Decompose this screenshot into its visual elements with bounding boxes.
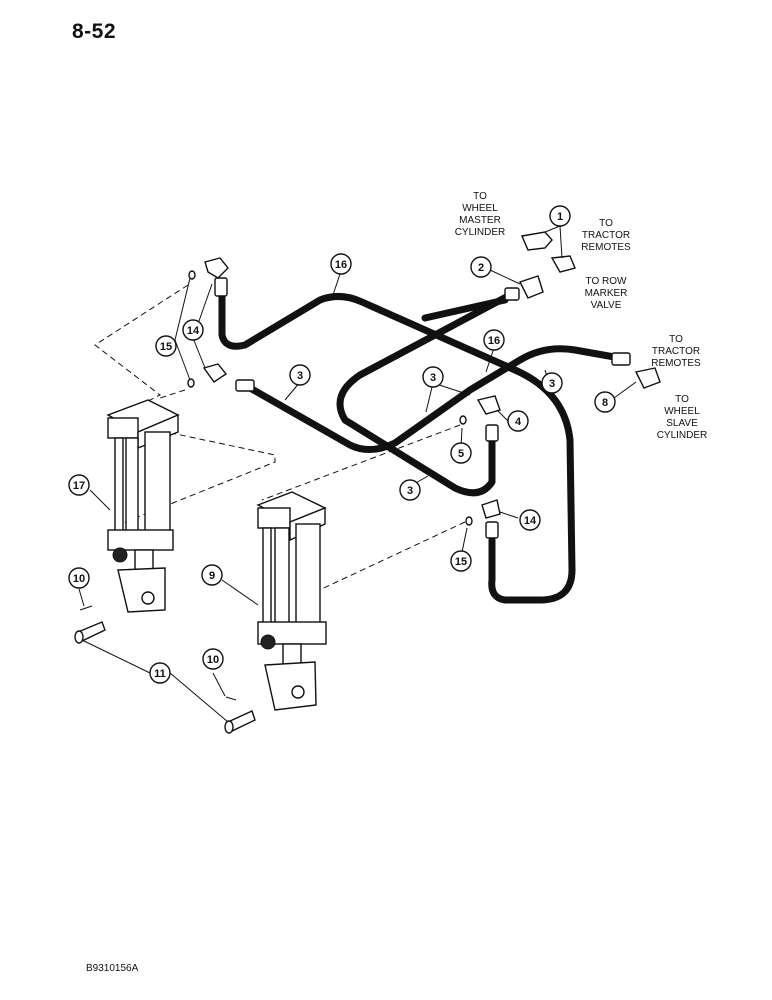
callout-15b: 15	[450, 550, 472, 572]
hose-16-lower	[336, 291, 514, 497]
svg-text:TO: TO	[675, 394, 689, 405]
svg-text:VALVE: VALVE	[591, 300, 622, 311]
svg-text:TO ROW: TO ROW	[586, 276, 627, 287]
callout-16b: 16	[483, 329, 505, 351]
svg-text:REMOTES: REMOTES	[651, 358, 701, 369]
adapter-fitting	[519, 275, 544, 299]
svg-text:11: 11	[154, 668, 166, 680]
hoses	[218, 286, 624, 604]
callout-9: 9	[201, 564, 223, 586]
hose-16-upper	[218, 286, 576, 604]
note-to-row-marker-valve: TO ROW MARKER VALVE	[585, 276, 628, 311]
svg-text:1: 1	[557, 211, 563, 223]
callout-3b: 3	[422, 366, 444, 388]
svg-text:TO: TO	[599, 218, 613, 229]
callouts: 1 2 16 14 15 3 16 3 3 8 4 5 3 17 14 15 1…	[68, 205, 616, 684]
svg-text:TRACTOR: TRACTOR	[652, 346, 700, 357]
svg-text:3: 3	[407, 485, 413, 497]
svg-text:CYLINDER: CYLINDER	[657, 430, 708, 441]
leader-lines	[78, 225, 637, 723]
callout-10: 10	[68, 567, 90, 589]
hose-3-loop	[246, 345, 624, 453]
svg-text:10: 10	[207, 654, 219, 666]
svg-text:17: 17	[73, 480, 85, 492]
callout-5: 5	[450, 442, 472, 464]
svg-text:14: 14	[524, 515, 537, 527]
svg-text:8: 8	[602, 397, 608, 409]
callout-16: 16	[330, 253, 352, 275]
elbow-fitting	[476, 395, 501, 415]
svg-text:16: 16	[335, 259, 347, 271]
callout-17: 17	[68, 474, 90, 496]
callout-11: 11	[149, 662, 171, 684]
dashed-guide-lines	[94, 284, 466, 601]
note-to-tractor-remotes-upper: TO TRACTOR REMOTES	[581, 218, 631, 253]
svg-text:5: 5	[458, 448, 464, 460]
svg-text:SLAVE: SLAVE	[666, 418, 698, 429]
svg-text:MARKER: MARKER	[585, 288, 628, 299]
callout-8: 8	[594, 391, 616, 413]
figure-code: B9310156A	[86, 963, 139, 974]
svg-text:TRACTOR: TRACTOR	[582, 230, 630, 241]
svg-text:4: 4	[515, 416, 522, 428]
callout-4: 4	[507, 410, 529, 432]
callout-10b: 10	[202, 648, 224, 670]
cylinder-9	[256, 491, 327, 711]
callout-3d: 3	[399, 479, 421, 501]
svg-text:2: 2	[478, 262, 484, 274]
svg-text:CYLINDER: CYLINDER	[455, 227, 506, 238]
callout-14: 14	[182, 319, 204, 341]
cylinder-17	[106, 399, 180, 613]
svg-text:10: 10	[73, 573, 85, 585]
tee-fitting	[521, 231, 553, 251]
callout-3: 3	[289, 364, 311, 386]
svg-text:15: 15	[455, 556, 467, 568]
callout-2: 2	[470, 256, 492, 278]
svg-text:3: 3	[297, 370, 303, 382]
fittings	[187, 231, 661, 539]
svg-text:MASTER: MASTER	[459, 215, 501, 226]
svg-text:REMOTES: REMOTES	[581, 242, 631, 253]
svg-text:TO: TO	[473, 191, 487, 202]
svg-text:WHEEL: WHEEL	[462, 203, 498, 214]
callout-14b: 14	[519, 509, 541, 531]
svg-text:WHEEL: WHEEL	[664, 406, 700, 417]
hose-3-upper	[421, 296, 509, 322]
pins-and-clips	[74, 605, 256, 734]
callout-15: 15	[155, 335, 177, 357]
elbow-fitting	[202, 363, 228, 383]
svg-text:9: 9	[209, 570, 215, 582]
callout-1: 1	[549, 205, 571, 227]
tee-fitting-8	[634, 367, 661, 389]
svg-text:3: 3	[430, 372, 436, 384]
svg-text:14: 14	[187, 325, 200, 337]
svg-text:15: 15	[160, 341, 172, 353]
note-to-wheel-master-cylinder: TO WHEEL MASTER CYLINDER	[455, 191, 506, 238]
elbow-fitting	[204, 257, 229, 279]
page-number: 8-52	[72, 20, 117, 43]
svg-text:16: 16	[488, 335, 500, 347]
callout-3c: 3	[541, 372, 563, 394]
tee-fitting	[550, 255, 576, 273]
note-to-wheel-slave-cylinder: TO WHEEL SLAVE CYLINDER	[657, 394, 708, 441]
elbow-fitting	[481, 499, 501, 519]
svg-text:3: 3	[549, 378, 555, 390]
svg-text:TO: TO	[669, 334, 683, 345]
note-to-tractor-remotes-lower: TO TRACTOR REMOTES	[651, 334, 701, 369]
